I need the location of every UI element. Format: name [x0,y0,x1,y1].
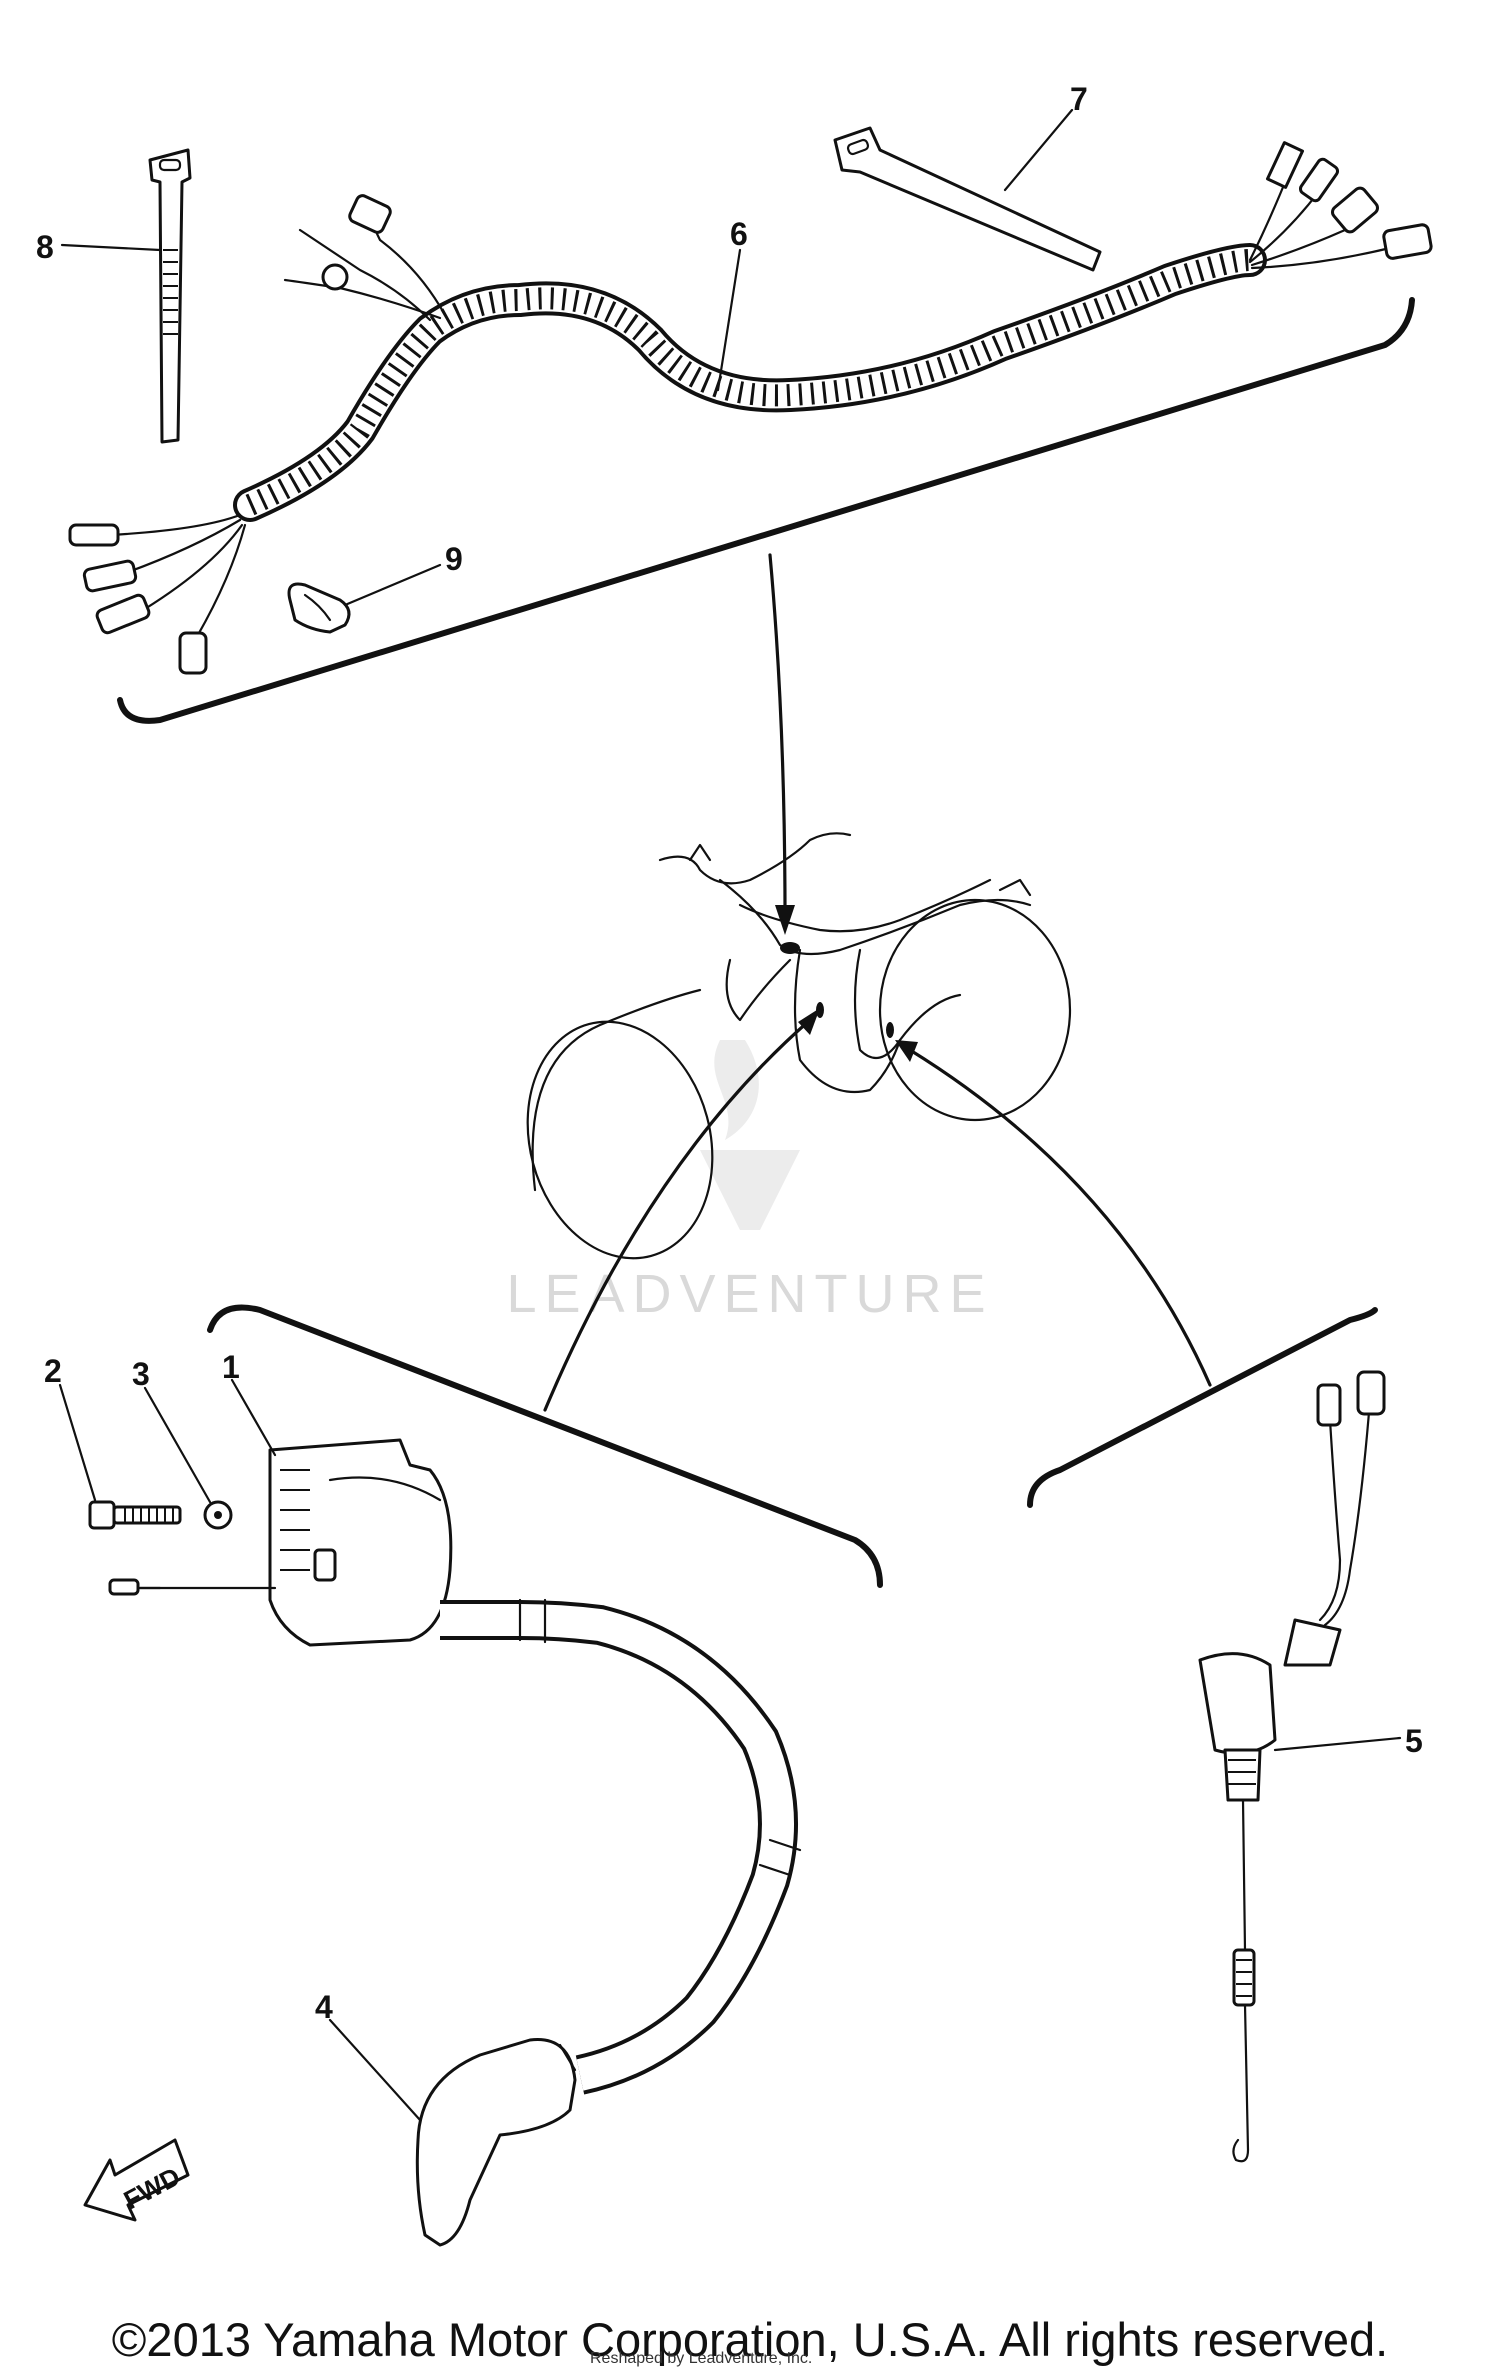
callout-8: 8 [36,229,54,265]
leader-2 [58,1383,97,1502]
lower-right-bracket [1027,1307,1378,1508]
motorcycle-outline [526,832,1072,1260]
part-5-switch [1198,1370,1386,2163]
copyright-notice: ©2013 Yamaha Motor Corporation, U.S.A. A… [111,2313,1389,2366]
callout-7: 7 [1070,81,1088,117]
leader-7 [1003,108,1074,192]
fineprint-notice: Reshaped by Leadventure, Inc. [590,2350,813,2367]
top-group-bracket [117,297,1415,724]
part-9-clamp [287,582,351,634]
callout-9: 9 [445,541,463,577]
part-1-ignition-coil [108,1438,453,1647]
callout-6: 6 [730,216,748,252]
arrow-harness-to-bike [768,553,787,917]
callout-4: 4 [315,1989,333,2025]
callout-3: 3 [132,1356,150,1392]
part-2-bolt [88,1500,182,1530]
fwd-arrow-icon: FWD [83,2138,190,2222]
lower-left-bracket [207,1304,883,1588]
part-6-wire-harness [68,141,1433,675]
leader-6 [716,248,742,392]
leader-5 [1273,1736,1402,1752]
leader-1 [230,1378,277,1457]
part-4-plug-cap [415,1598,802,2247]
leader-3 [143,1386,212,1504]
part-7-cable-band [833,126,1102,272]
arrow-coil-to-bike [543,1018,812,1412]
leader-8 [60,243,162,252]
leadventure-watermark: LEADVENTURE [506,1040,993,1324]
callout-1: 1 [222,1349,240,1385]
arrow-switch-to-bike [908,1048,1212,1387]
watermark-text: LEADVENTURE [506,1264,993,1324]
part-3-washer [203,1500,233,1530]
callout-5: 5 [1405,1723,1423,1759]
leader-4 [328,2018,422,2122]
callout-2: 2 [44,1353,62,1389]
leader-9 [343,563,442,607]
part-8-cable-band [148,148,192,444]
